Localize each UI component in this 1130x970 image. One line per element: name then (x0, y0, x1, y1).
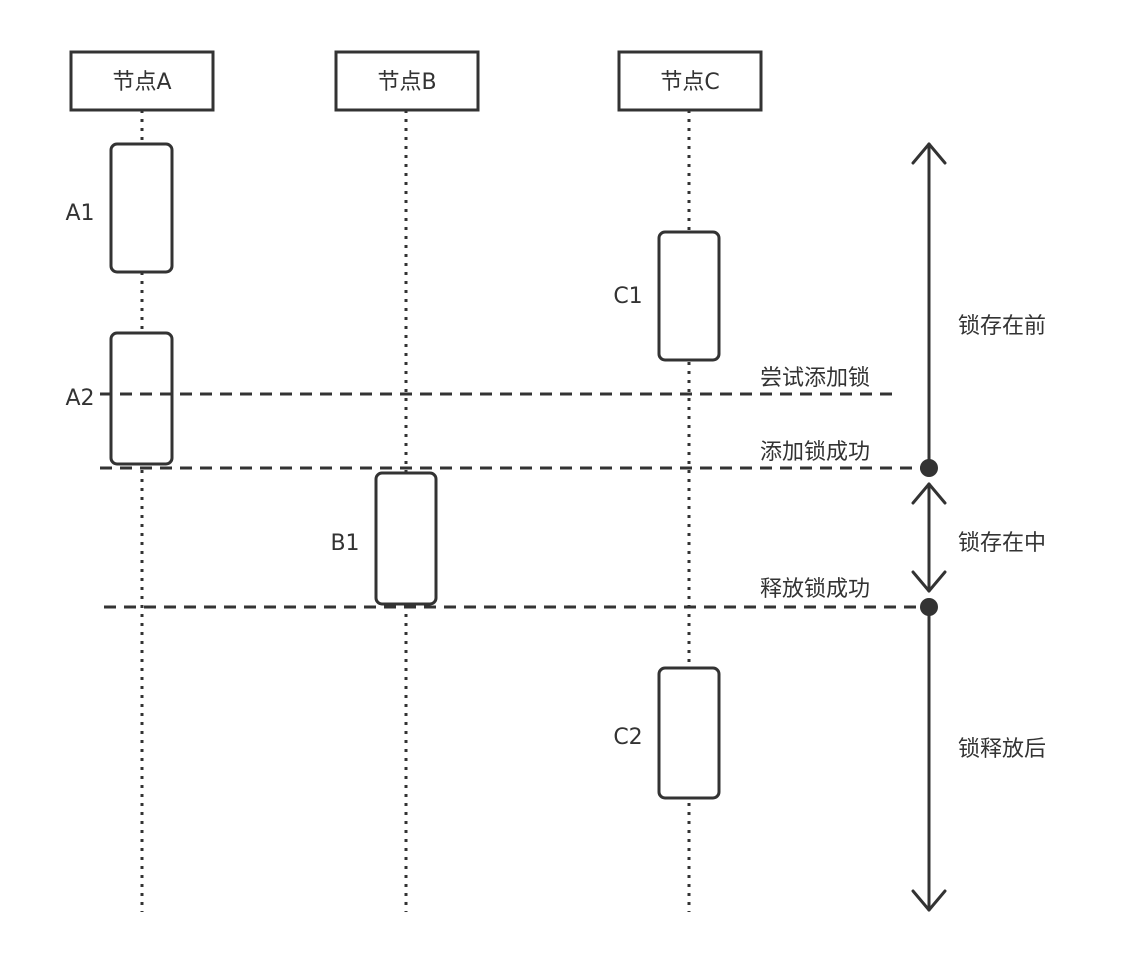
arrowhead-up-icon (911, 142, 947, 165)
timeline-markers (920, 459, 938, 616)
activation-b1 (374, 471, 438, 606)
node-c-box (617, 50, 763, 112)
lock-released-dot-icon (920, 598, 938, 616)
node-b-label: 节点B (377, 70, 436, 95)
event-release-success-label: 释放锁成功 (760, 577, 870, 602)
node-b-box (334, 50, 480, 112)
timeline (911, 142, 947, 912)
phase-after-label: 锁释放后 (958, 737, 1046, 762)
node-a-box (69, 50, 215, 112)
event-lines (100, 392, 928, 609)
activation-c1 (657, 230, 721, 362)
lock-acquired-dot-icon (920, 459, 938, 477)
event-labels: 尝试添加锁 添加锁成功 释放锁成功 (760, 366, 870, 602)
node-c-label: 节点C (660, 70, 719, 95)
node-a-header: 节点A (69, 50, 215, 112)
event-lock-success-label: 添加锁成功 (760, 440, 870, 465)
activation-a2 (109, 331, 174, 466)
phase-labels: 锁存在前 锁存在中 锁释放后 (958, 314, 1046, 762)
activation-b1-label: B1 (330, 531, 359, 556)
activation-a2-label: A2 (65, 386, 94, 411)
event-try-lock-label: 尝试添加锁 (760, 366, 870, 391)
arrowhead-up-icon (911, 482, 947, 505)
activation-labels: A1 A2 B1 C1 C2 (65, 201, 642, 750)
activation-a1-label: A1 (65, 201, 94, 226)
phase-before-label: 锁存在前 (958, 314, 1046, 339)
activation-a1 (109, 142, 174, 274)
phase-during-label: 锁存在中 (958, 531, 1046, 556)
arrowhead-down-icon (911, 889, 947, 912)
activation-c1-label: C1 (613, 284, 642, 309)
activation-c2-label: C2 (613, 725, 642, 750)
node-b-header: 节点B (334, 50, 480, 112)
activations (109, 142, 721, 800)
node-headers: 节点A 节点B 节点C (69, 50, 763, 112)
node-a-label: 节点A (112, 70, 171, 95)
node-c-header: 节点C (617, 50, 763, 112)
arrowhead-down-icon (911, 570, 947, 593)
activation-c2 (657, 666, 721, 800)
